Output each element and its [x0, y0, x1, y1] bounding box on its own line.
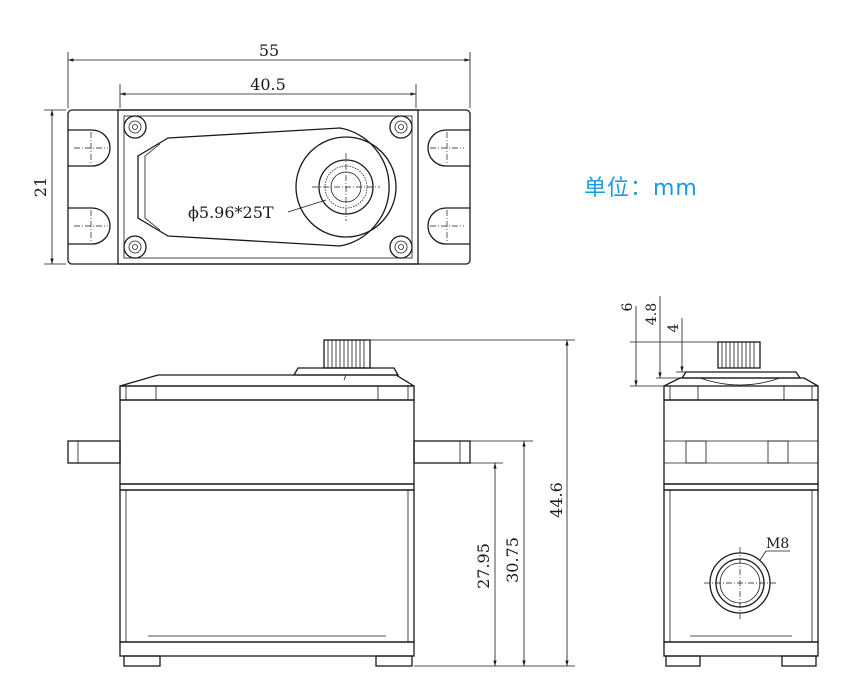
front-view: 44.6 30.75 27.95	[67, 339, 575, 667]
corner-screw-bl	[123, 235, 147, 259]
spline-spec-label: ϕ5.96*25T	[188, 203, 274, 222]
dim-side-c: 4	[666, 323, 682, 332]
top-view: 55 40.5 21	[31, 41, 471, 265]
corner-screw-br	[389, 235, 413, 259]
corner-screw-tr	[389, 115, 413, 139]
side-view: M8 6 4.8 4	[620, 296, 819, 667]
corner-screw-tl	[123, 115, 147, 139]
dim-side-b: 4.8	[644, 303, 660, 325]
dim-height-to-flange-bottom: 27.95	[474, 543, 493, 589]
dim-height-to-flange-top: 30.75	[503, 537, 522, 583]
screw-label: M8	[766, 536, 789, 552]
dim-hole-spacing: 40.5	[250, 75, 286, 94]
m8-connector	[704, 547, 790, 619]
dim-overall-length: 55	[259, 41, 279, 60]
dim-total-height: 44.6	[547, 482, 566, 518]
dim-width: 21	[31, 177, 50, 197]
dim-side-a: 6	[620, 302, 636, 311]
unit-label: 单位：mm	[584, 176, 698, 201]
